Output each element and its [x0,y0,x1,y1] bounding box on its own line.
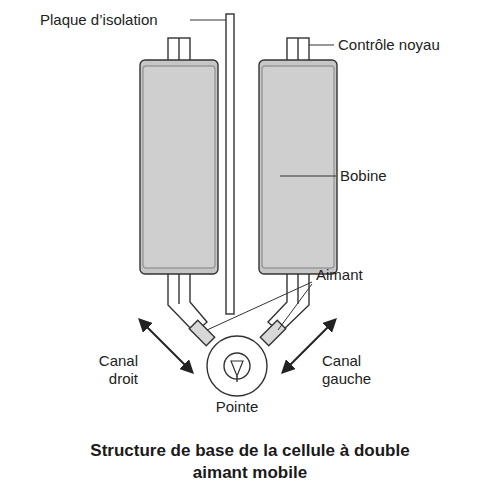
channel-label: Canal gauche [322,352,392,388]
channel-label: Canal droit [78,352,138,388]
insulation-plate [226,14,234,314]
channel-arrow [140,320,335,372]
stylus-holder [207,336,267,396]
magnet-label: Aimant [316,266,363,284]
coil [140,60,337,274]
core-label: Contrôle noyau [338,36,440,54]
pole-piece [168,272,309,333]
figure-title: Structure de base de la cellule à double… [80,440,420,484]
stylus-label: Pointe [216,398,259,416]
core-rod [168,38,309,62]
plate-label: Plaque d’isolation [40,11,158,29]
coil-label: Bobine [340,167,387,185]
leader-line [190,20,336,330]
